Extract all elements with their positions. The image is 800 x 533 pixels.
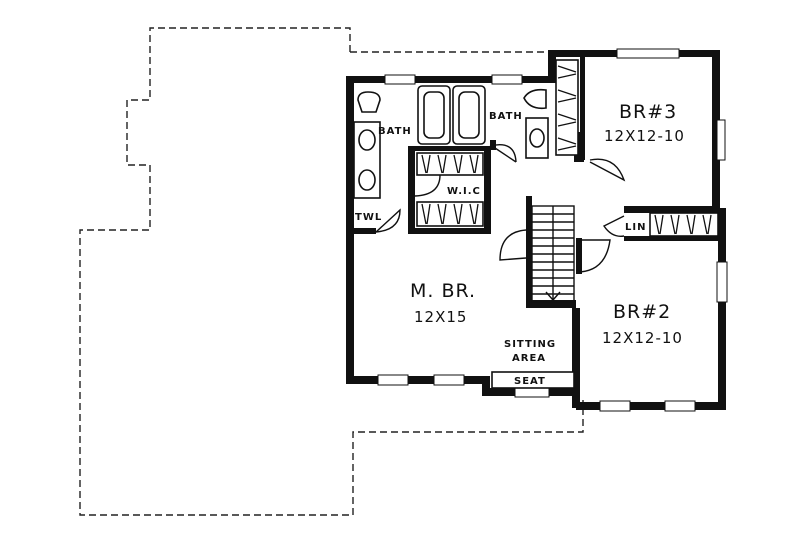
wic-label: W.I.C — [447, 186, 481, 197]
br2-closet — [649, 212, 719, 237]
linen-label: LIN — [625, 222, 646, 233]
sink-icon — [529, 128, 545, 148]
bath-left-label: BATH — [378, 126, 412, 137]
master-size: 12X15 — [414, 308, 467, 326]
bath-right-label: BATH — [489, 111, 523, 122]
right-bath-fixtures — [452, 85, 549, 159]
wic-hanging-rods — [416, 152, 484, 227]
br2-size: 12X12-10 — [602, 329, 683, 347]
sitting-label-line1: SITTING — [504, 339, 556, 350]
sink-icon — [358, 169, 376, 191]
stair — [531, 205, 575, 303]
br3-closet — [555, 59, 579, 156]
toilet-icon — [523, 88, 547, 110]
master-name: M. BR. — [410, 280, 476, 302]
towel-label: TWL — [355, 212, 382, 223]
br3-size: 12X12-10 — [604, 127, 685, 145]
windows — [377, 48, 728, 412]
br3-name: BR#3 — [619, 101, 677, 123]
door-swings — [375, 144, 626, 273]
toilet-icon — [357, 91, 381, 113]
interior-walls — [354, 55, 720, 308]
window-seat — [491, 371, 575, 389]
lower-level-outline — [79, 27, 584, 516]
br2-name: BR#2 — [613, 301, 671, 323]
seat-label: SEAT — [514, 376, 546, 387]
sitting-label-line2: AREA — [512, 353, 546, 364]
left-bath-fixtures — [353, 85, 451, 199]
sink-icon — [358, 129, 376, 151]
